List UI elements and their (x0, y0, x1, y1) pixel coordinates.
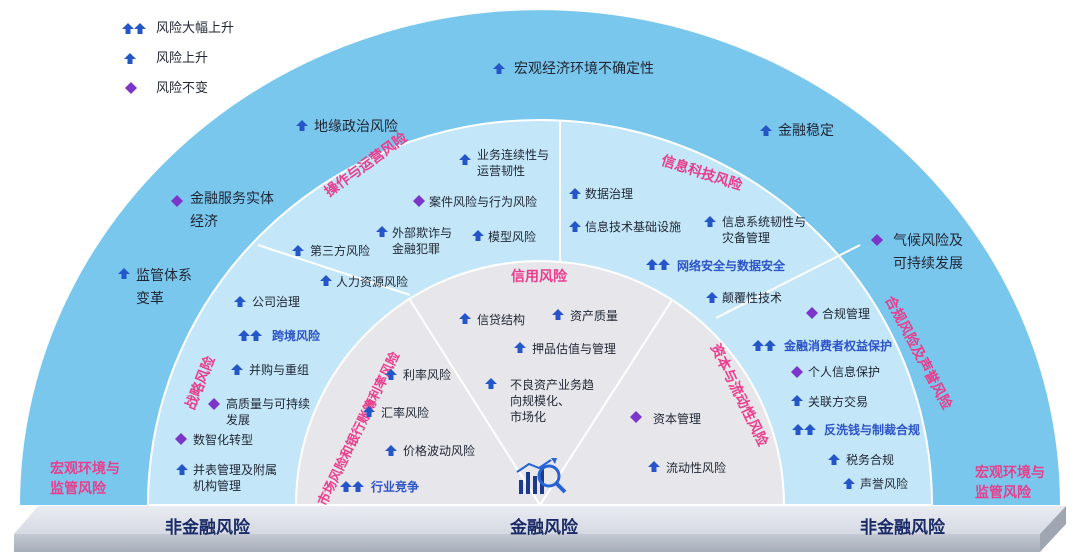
consolidation-label-1: 并表管理及附属 (193, 463, 278, 477)
base-right-label: 非金融风险 (860, 518, 945, 538)
model-risk-label: 模型风险 (488, 230, 537, 244)
hq-dev-label-2: 发展 (226, 413, 251, 427)
digital-transform-label: 数智化转型 (193, 433, 254, 447)
fx-risk-label: 汇率风险 (381, 406, 430, 420)
credit-structure-label: 信贷结构 (477, 313, 526, 327)
legend-same-label: 风险不变 (156, 81, 209, 96)
npl-label-3: 市场化 (510, 410, 547, 424)
macro-regulatory-right-label-2: 监管风险 (975, 485, 1031, 501)
tax-label: 税务合规 (846, 453, 895, 467)
macro-regulatory-left-label-1: 宏观环境与 (50, 461, 120, 477)
disruptive-tech-label: 颠覆性技术 (722, 291, 783, 305)
compliance-mgmt-label: 合规管理 (822, 307, 871, 321)
consumer-protection-label: 金融消费者权益保护 (784, 339, 893, 353)
price-volatility-label: 价格波动风险 (403, 444, 476, 458)
macro-regulatory-right-label-1: 宏观环境与 (975, 465, 1045, 481)
climate-risk-label-1: 气候风险及 (893, 233, 963, 249)
bcm-label-2: 运营韧性 (477, 164, 526, 178)
capital-mgmt-label: 资本管理 (653, 412, 702, 426)
hr-risk-label: 人力资源风险 (336, 275, 409, 289)
cyber-security-label: 网络安全与数据安全 (677, 259, 786, 273)
inner-core (294, 260, 786, 506)
aml-label: 反洗钱与制裁合规 (824, 423, 921, 437)
fraud-label-1: 外部欺诈与 (392, 226, 453, 240)
privacy-label: 个人信息保护 (808, 365, 881, 379)
hq-dev-label-1: 高质量与可持续 (226, 397, 311, 411)
reputation-label: 声誉风险 (860, 477, 909, 491)
corp-gov-label: 公司治理 (252, 295, 301, 309)
macro-uncertainty-label: 宏观经济环境不确定性 (514, 61, 654, 77)
bcm-label-1: 业务连续性与 (477, 148, 550, 162)
fraud-label-2: 金融犯罪 (392, 242, 441, 256)
system-resilience-label-1: 信息系统韧性与 (722, 215, 807, 229)
regulatory-system-label-1: 监管体系 (136, 268, 192, 284)
related-party-label: 关联方交易 (808, 395, 869, 409)
data-governance-label: 数据治理 (585, 187, 634, 201)
base-platform-side (1040, 506, 1066, 552)
legend-up-label: 风险上升 (156, 51, 209, 66)
npl-label-1: 不良资产业务趋 (510, 378, 595, 392)
legend-double-up-label: 风险大幅上升 (156, 21, 235, 36)
credit-category-title: 信用风险 (511, 269, 567, 285)
base-platform-front (14, 534, 1040, 552)
base-platform-top (14, 506, 1066, 534)
collateral-label: 押品估值与管理 (532, 342, 617, 356)
case-risk-label: 案件风险与行为风险 (429, 195, 538, 209)
third-party-label: 第三方风险 (310, 244, 371, 258)
asset-quality-label: 资产质量 (570, 309, 619, 323)
base-center-label: 金融风险 (510, 518, 578, 538)
geopolitical-risk-label: 地缘政治风险 (314, 119, 398, 135)
interest-rate-label: 利率风险 (403, 368, 452, 382)
npl-label-2: 向规模化、 (510, 394, 571, 408)
industry-competition-label: 行业竞争 (371, 480, 420, 494)
serve-real-economy-label-2: 经济 (190, 214, 218, 230)
cross-border-label: 跨境风险 (272, 329, 321, 343)
it-infra-label: 信息技术基础设施 (585, 220, 682, 234)
base-left-label: 非金融风险 (165, 518, 250, 538)
mna-label: 并购与重组 (249, 363, 310, 377)
financial-stability-label: 金融稳定 (778, 123, 834, 139)
consolidation-label-2: 机构管理 (193, 479, 242, 493)
liquidity-risk-label: 流动性风险 (666, 461, 727, 475)
regulatory-system-label-2: 变革 (136, 291, 164, 307)
system-resilience-label-2: 灾备管理 (722, 231, 771, 245)
climate-risk-label-2: 可持续发展 (893, 256, 963, 272)
macro-regulatory-left-label-2: 监管风险 (50, 481, 106, 497)
serve-real-economy-label-1: 金融服务实体 (190, 191, 274, 207)
analytics-magnifier-icon (516, 458, 567, 494)
